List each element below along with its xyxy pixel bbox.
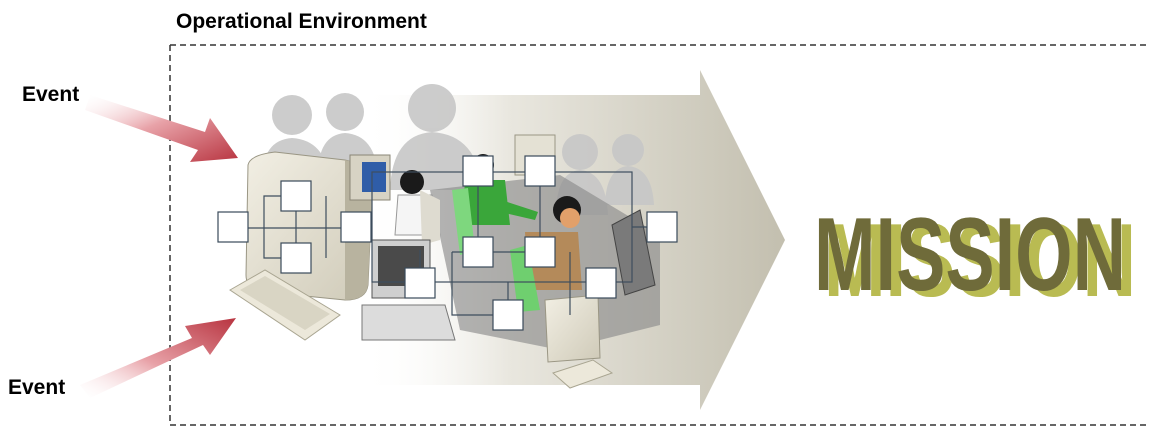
node-box: [404, 267, 436, 299]
event-label-top: Event: [22, 83, 80, 106]
node-box: [280, 242, 312, 274]
mission-text-side: MISSION: [824, 203, 1136, 319]
blue-screen-monitor: [349, 154, 391, 201]
node-box: [585, 267, 617, 299]
node-box: [340, 211, 372, 243]
environment-boundary: [169, 44, 1150, 426]
node-box: [524, 155, 556, 187]
node-box: [280, 180, 312, 212]
event-label-bottom: Event: [8, 376, 66, 399]
node-box: [462, 155, 494, 187]
operator-left: [394, 170, 441, 245]
node-box: [462, 236, 494, 268]
environment-title: Operational Environment: [176, 10, 427, 33]
left-keyboard: [229, 269, 341, 341]
node-box: [524, 236, 556, 268]
node-box: [492, 299, 524, 331]
event-arrow-top: [85, 95, 238, 162]
node-box: [646, 211, 678, 243]
right-monitor: [611, 209, 656, 296]
mission-label: MISSION MISSION: [814, 197, 1136, 319]
network-nodes: [217, 155, 678, 331]
event-arrow-bottom: [80, 318, 236, 398]
bottom-monitor: [544, 294, 614, 389]
node-box: [217, 211, 249, 243]
mission-text-front: MISSION: [814, 197, 1126, 313]
